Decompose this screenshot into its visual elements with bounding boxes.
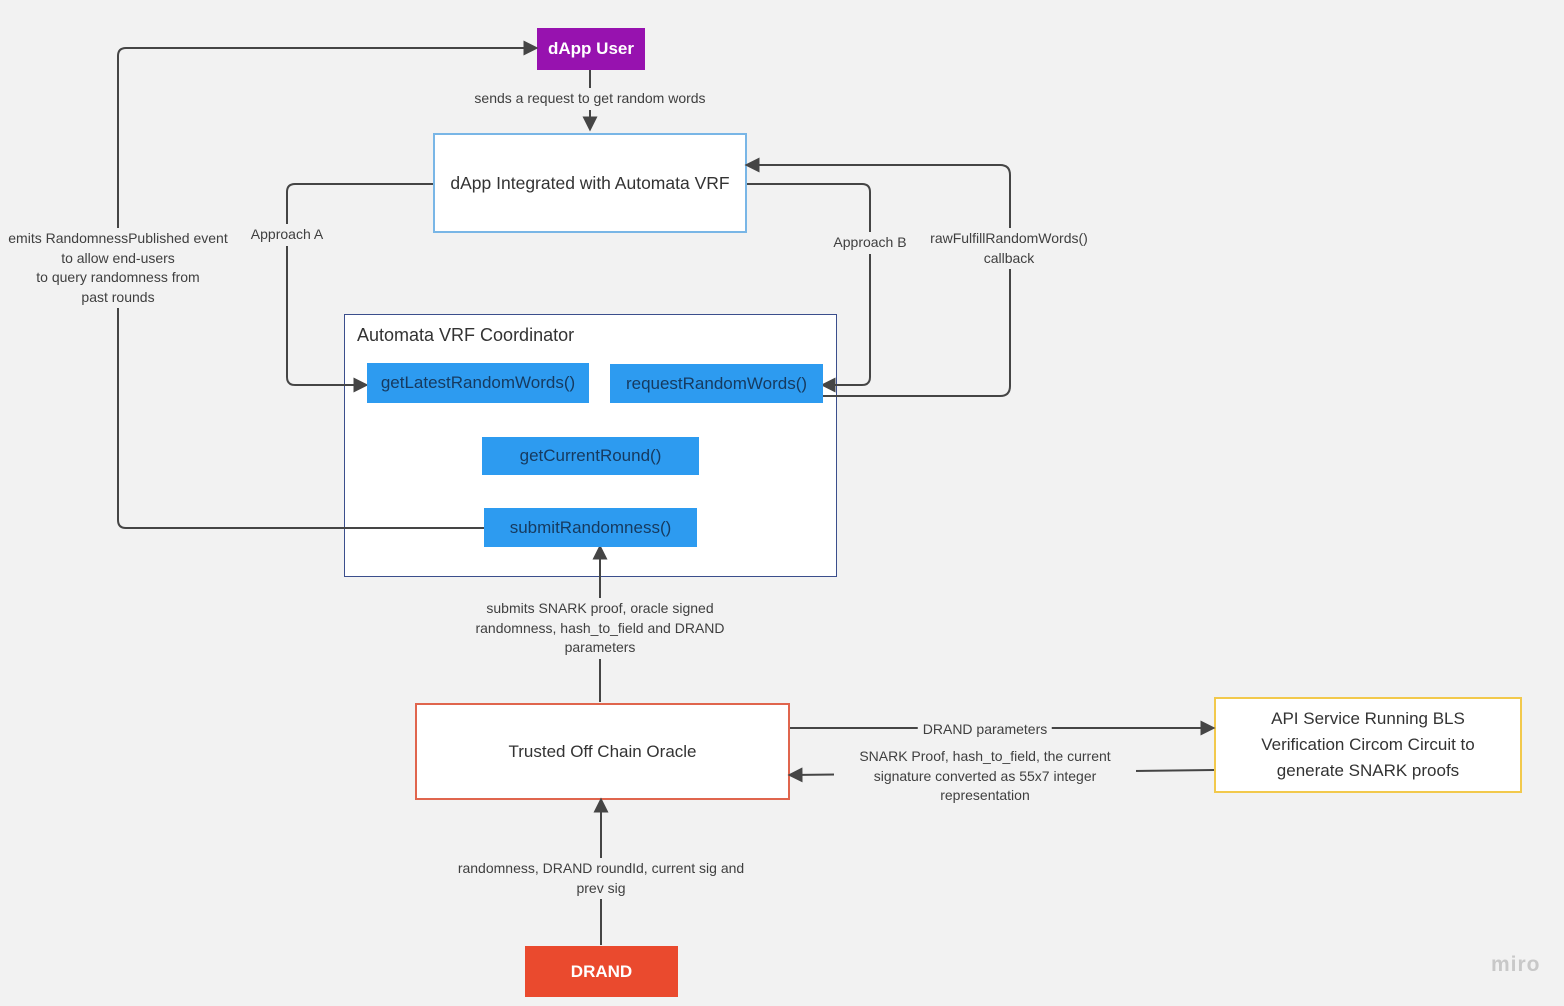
vrf-coordinator-title: Automata VRF Coordinator xyxy=(357,325,575,345)
drand-node[interactable]: DRAND xyxy=(525,946,678,997)
method-requestRandomWords[interactable]: requestRandomWords() xyxy=(610,364,823,403)
edge-label-approach-b: Approach B xyxy=(828,232,912,254)
dapp-integrated-label: dApp Integrated with Automata VRF xyxy=(450,172,730,193)
edge-label-approach-a: Approach A xyxy=(245,224,329,246)
drand-label: DRAND xyxy=(570,961,633,981)
dapp-user-node[interactable]: dApp User xyxy=(537,28,645,70)
method-submitRandomness[interactable]: submitRandomness() xyxy=(484,508,697,547)
method-getCurrentRound[interactable]: getCurrentRound() xyxy=(482,437,699,475)
edge-label-drand-parameters: DRAND parameters xyxy=(917,719,1053,741)
api-service-label: API Service Running BLS Verification Cir… xyxy=(1261,709,1475,780)
edge-label-snark-return: SNARK Proof, hash_to_field, the current … xyxy=(834,746,1136,807)
trusted-oracle-node[interactable]: Trusted Off Chain Oracle xyxy=(415,703,790,800)
edge-label-emits-event: emits RandomnessPublished event to allow… xyxy=(3,228,233,308)
api-service-node[interactable]: API Service Running BLS Verification Cir… xyxy=(1214,697,1522,793)
dapp-integrated-node[interactable]: dApp Integrated with Automata VRF xyxy=(433,133,747,233)
edge-label-sends-request: sends a request to get random words xyxy=(469,88,711,110)
edge-label-submits-snark: submits SNARK proof, oracle signed rando… xyxy=(470,598,730,659)
method-getLatestRandomWords[interactable]: getLatestRandomWords() xyxy=(367,363,589,403)
edge-label-randomness-payload: randomness, DRAND roundId, current sig a… xyxy=(452,858,750,899)
dapp-user-label: dApp User xyxy=(548,39,634,58)
miro-watermark: miro xyxy=(1491,953,1541,976)
trusted-oracle-label: Trusted Off Chain Oracle xyxy=(508,741,697,761)
edge-label-callback: rawFulfillRandomWords() callback xyxy=(925,228,1093,269)
